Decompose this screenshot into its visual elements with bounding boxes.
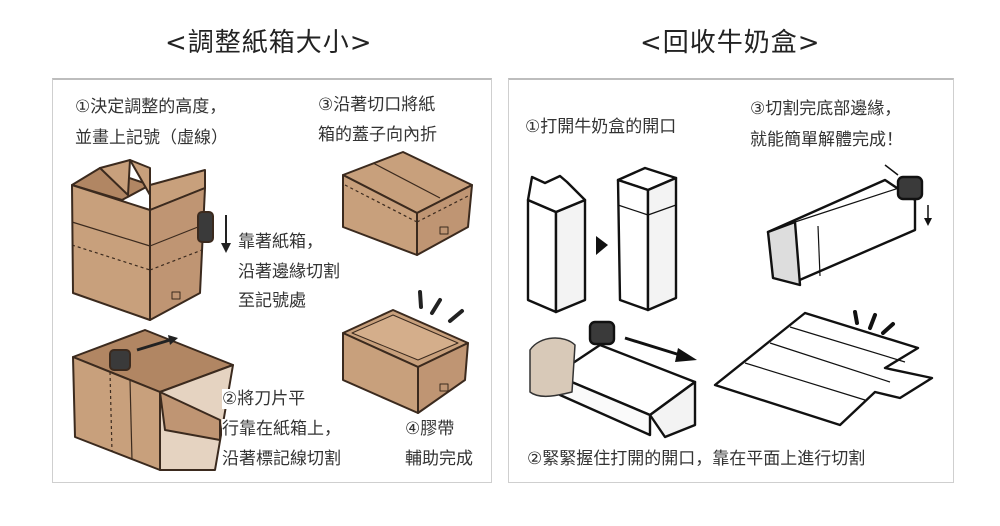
right-step3-line1: ③切割完底部邊緣， [750, 99, 902, 119]
arrow-right-icon [168, 335, 178, 345]
cutter-icon [896, 175, 924, 201]
left-cut-note-line2: 沿著邊緣切割 [238, 262, 340, 282]
flattened-carton-illustration [713, 310, 934, 427]
left-step2-line2: 行靠在紙箱上， [222, 419, 341, 439]
left-section-title: <調整紙箱大小> [165, 28, 373, 58]
open-box-illustration [71, 159, 231, 321]
taped-box-illustration [342, 290, 469, 414]
cutter-icon [197, 211, 214, 243]
arrow-right-icon [596, 236, 608, 255]
left-cut-note-line1: 靠著紙箱， [238, 232, 323, 252]
arrow-down-icon [924, 218, 932, 226]
left-step1-line1: ①決定調整的高度， [75, 97, 227, 117]
carton-cutting-illustration [529, 320, 697, 439]
left-step1-line2: 並畫上記號（虛線） [75, 128, 228, 148]
left-step2-line1: ②將刀片平 [222, 389, 306, 409]
cutting-box-illustration [72, 329, 234, 471]
right-step1: ①打開牛奶盒的開口 [525, 117, 677, 137]
folded-box-illustration [342, 151, 473, 256]
left-step4-line2: 輔助完成 [405, 449, 473, 469]
cutter-icon [588, 320, 616, 346]
left-step2-line3: 沿著標記線切割 [222, 449, 341, 469]
left-cut-note-line3: 至記號處 [238, 291, 306, 311]
hand-icon [529, 337, 576, 398]
left-step3-line2: 箱的蓋子向內折 [318, 125, 437, 145]
arrow-down-icon [221, 243, 231, 253]
cutter-icon [109, 349, 131, 371]
arrow-right-icon [675, 348, 697, 362]
carton-bottom-cut-illustration [766, 164, 932, 287]
closed-carton-illustration [526, 174, 587, 314]
left-step4-line1: ④膠帶 [405, 419, 455, 439]
opened-carton-illustration [616, 166, 678, 312]
right-step2: ②緊緊握住打開的開口，靠在平面上進行切割 [527, 449, 866, 469]
right-step3-line2: 就能簡單解體完成！ [750, 130, 903, 150]
left-step3-line1: ③沿著切口將紙 [318, 95, 436, 115]
right-section-title: <回收牛奶盒> [640, 28, 821, 58]
